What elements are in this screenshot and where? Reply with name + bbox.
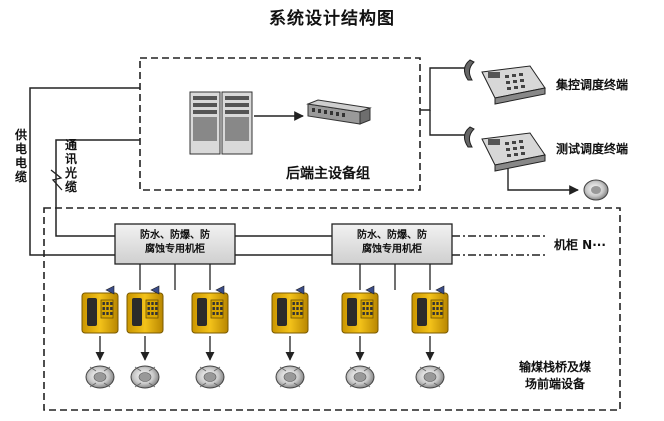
cabinet-2-label: 防水、防爆、防 腐蚀专用机柜: [334, 229, 450, 257]
explosion-proof-phone-group: [81, 285, 449, 389]
front-equipment-label: 输煤栈桥及煤 场前端设备: [500, 358, 610, 392]
diagram-title: 系统设计结构图: [269, 9, 395, 29]
cabinet-1-label-line2: 腐蚀专用机柜: [145, 244, 205, 255]
horn-speaker-icon-6: [415, 365, 445, 389]
backend-dashed-box: [139, 57, 421, 191]
phone-drop-lines: [139, 264, 431, 290]
test-speaker-horn-icon: [583, 179, 609, 201]
front-equipment-label-line2: 场前端设备: [524, 377, 585, 391]
cabinet-interconnect-lines: [235, 235, 548, 256]
horn-speaker-icon-4: [275, 365, 305, 389]
network-switch-icon: [306, 99, 372, 125]
cabinet-2-label-line2: 腐蚀专用机柜: [362, 244, 422, 255]
cabinet-2-label-line1: 防水、防爆、防: [357, 230, 427, 241]
explosion-proof-phone-3: [191, 285, 229, 334]
test-terminal-label: 测试调度终端: [556, 142, 629, 156]
central-terminal-label: 集控调度终端: [556, 78, 629, 92]
explosion-proof-phone-2: [126, 285, 164, 334]
cabinet-n-label: 机柜 N···: [554, 238, 606, 252]
horn-speaker-icon-2: [130, 365, 160, 389]
test-dispatch-terminal-icon: [464, 126, 546, 172]
power-cable-line: [29, 87, 140, 256]
explosion-proof-phone-4: [271, 285, 309, 334]
horn-speaker-icon-1: [85, 365, 115, 389]
horn-speaker-icon-3: [195, 365, 225, 389]
explosion-proof-phone-5: [341, 285, 379, 334]
cabinet-1: [114, 223, 236, 265]
comm-cable-line: [50, 139, 140, 237]
cabinet-2: [331, 223, 453, 265]
cabinet-1-label-line1: 防水、防爆、防: [140, 230, 210, 241]
horn-speaker-icon-5: [345, 365, 375, 389]
central-dispatch-terminal-icon: [464, 59, 546, 105]
power-cable-label: 供电电缆: [14, 128, 27, 184]
comm-cable-label: 通讯光缆: [64, 138, 77, 194]
explosion-proof-phone-6: [411, 285, 449, 334]
backend-group-label: 后端主设备组: [286, 166, 370, 182]
cabinet-1-label: 防水、防爆、防 腐蚀专用机柜: [117, 229, 233, 257]
explosion-proof-phone-1: [81, 285, 119, 334]
frontend-dashed-box: [43, 207, 621, 411]
front-equipment-label-line1: 输煤栈桥及煤: [518, 360, 591, 374]
server-rack-group: [189, 91, 253, 155]
